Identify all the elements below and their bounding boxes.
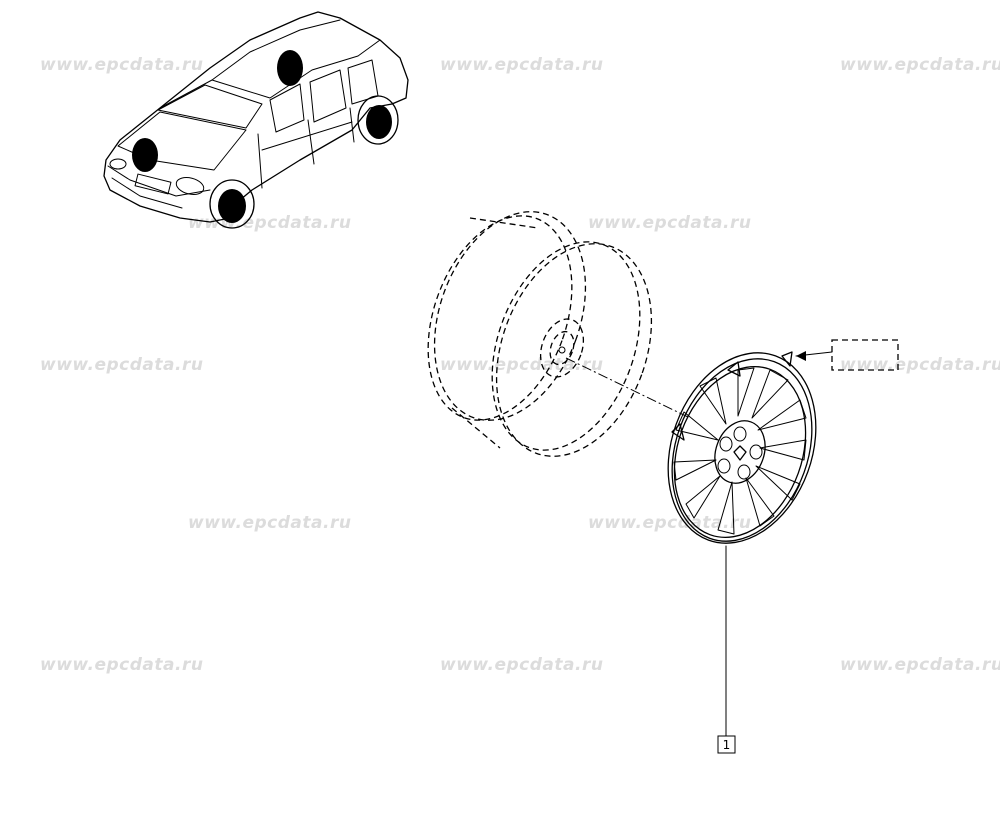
hubcap [667,351,817,544]
callout-1: 1 [717,545,736,754]
watermark-text: www.epcdata.ru [840,355,1000,375]
location-marker [132,138,158,172]
watermark-text: www.epcdata.ru [188,513,351,533]
watermark-text: www.epcdata.ru [840,655,1000,675]
watermark-text: www.epcdata.ru [440,655,603,675]
watermark-text: www.epcdata.ru [40,355,203,375]
watermark-layer: www.epcdata.ru www.epcdata.ru www.epcdat… [40,55,1000,675]
watermark-text: www.epcdata.ru [440,355,603,375]
wheel-rim-reference [427,211,653,457]
watermark-text: www.epcdata.ru [840,55,1000,75]
watermark-text: www.epcdata.ru [588,213,751,233]
axis-line [565,357,691,419]
callout-label: 1 [723,738,731,752]
reference-box [795,339,899,371]
watermark-text: www.epcdata.ru [588,513,751,533]
watermark-text: www.epcdata.ru [40,55,203,75]
car-illustration [103,11,409,229]
watermark-text: www.epcdata.ru [440,55,603,75]
watermark-text: www.epcdata.ru [40,655,203,675]
location-marker [277,50,303,86]
